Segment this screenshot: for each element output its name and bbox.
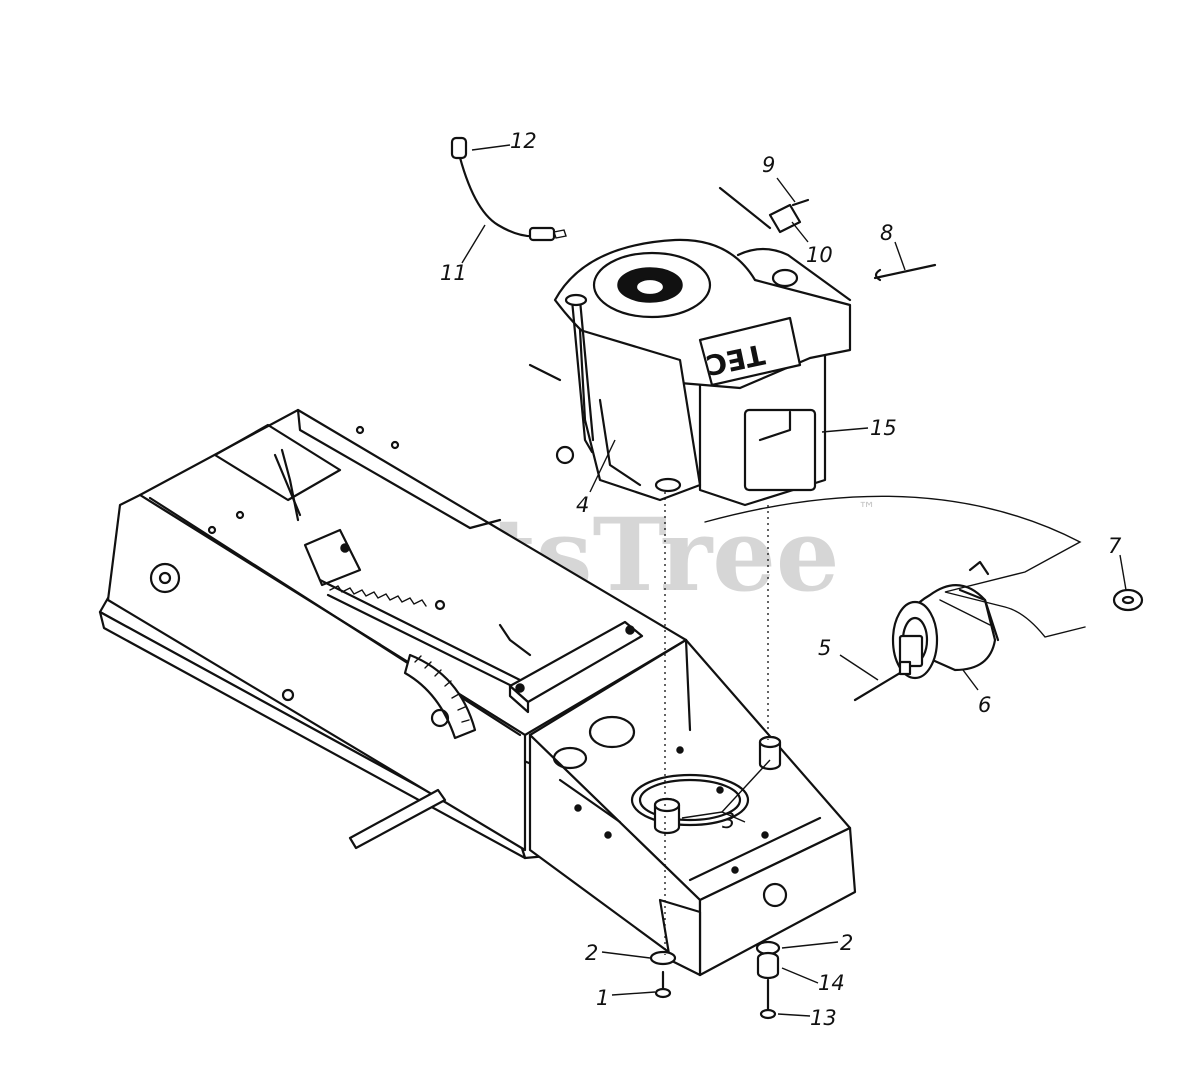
callouts: 12 11 9 10 8 15 4 7 5 6 3 2 2 14 1 13 bbox=[440, 129, 1127, 1030]
callout-2-right: 2 bbox=[840, 931, 853, 955]
callout-13: 13 bbox=[810, 1006, 837, 1030]
callout-5: 5 bbox=[818, 636, 831, 660]
callout-14: 14 bbox=[818, 971, 845, 995]
callout-15: 15 bbox=[870, 416, 897, 440]
callout-6: 6 bbox=[978, 693, 991, 717]
watermark-trademark: ™ bbox=[858, 499, 876, 520]
cotter-pin[interactable] bbox=[873, 263, 937, 282]
callout-9: 9 bbox=[762, 153, 775, 177]
callout-12: 12 bbox=[510, 129, 537, 153]
exhaust-gasket[interactable] bbox=[1112, 588, 1144, 612]
exhaust-outline bbox=[704, 495, 1086, 638]
callout-11: 11 bbox=[440, 261, 467, 285]
callout-10: 10 bbox=[806, 243, 833, 267]
callout-2-left: 2 bbox=[585, 941, 598, 965]
muffler-bolt[interactable] bbox=[853, 660, 912, 702]
callout-7: 7 bbox=[1108, 534, 1122, 558]
spark-plug-wire[interactable] bbox=[450, 136, 567, 242]
callout-8: 8 bbox=[880, 221, 893, 245]
frame-assembly[interactable] bbox=[98, 408, 857, 977]
engine[interactable]: TEC bbox=[528, 238, 852, 507]
mounting-hardware[interactable] bbox=[649, 492, 782, 1020]
cable-clamp[interactable] bbox=[718, 186, 810, 234]
callout-3: 3 bbox=[722, 809, 735, 833]
muffler[interactable] bbox=[891, 560, 1000, 680]
callout-4: 4 bbox=[576, 493, 589, 517]
callout-1: 1 bbox=[596, 986, 609, 1010]
